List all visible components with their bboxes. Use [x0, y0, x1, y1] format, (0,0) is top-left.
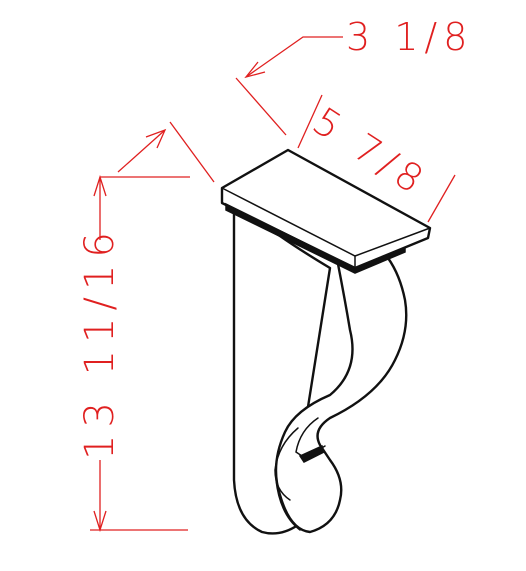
top-depth-leader — [117, 129, 166, 173]
dimension-depth: 3 1/8 — [235, 15, 473, 136]
corbel-scroll-face — [274, 256, 408, 534]
cap-underside-shadow — [225, 202, 406, 274]
depth-arrowhead — [244, 61, 266, 79]
depth-extension-line — [235, 77, 287, 136]
top-depth-arrowhead — [145, 128, 167, 149]
corbel-top-cap — [220, 148, 432, 270]
height-arrowhead-bottom — [93, 510, 107, 533]
height-label: 13 11/16 — [77, 225, 123, 460]
scroll-curl-inner — [274, 427, 299, 501]
height-arrowhead-top — [93, 174, 107, 197]
top-depth-extension-line — [169, 121, 215, 183]
width-extension-line-left — [297, 94, 323, 149]
corbel-part — [220, 148, 432, 535]
scroll-curl-shadow — [298, 444, 325, 463]
corbel-back-plate — [232, 208, 332, 535]
scroll-lower-arc — [275, 479, 301, 531]
depth-leader-line — [245, 36, 343, 78]
depth-label: 3 1/8 — [346, 15, 473, 59]
dimension-height: 13 11/16 — [77, 121, 215, 533]
width-extension-line-right — [427, 174, 456, 223]
